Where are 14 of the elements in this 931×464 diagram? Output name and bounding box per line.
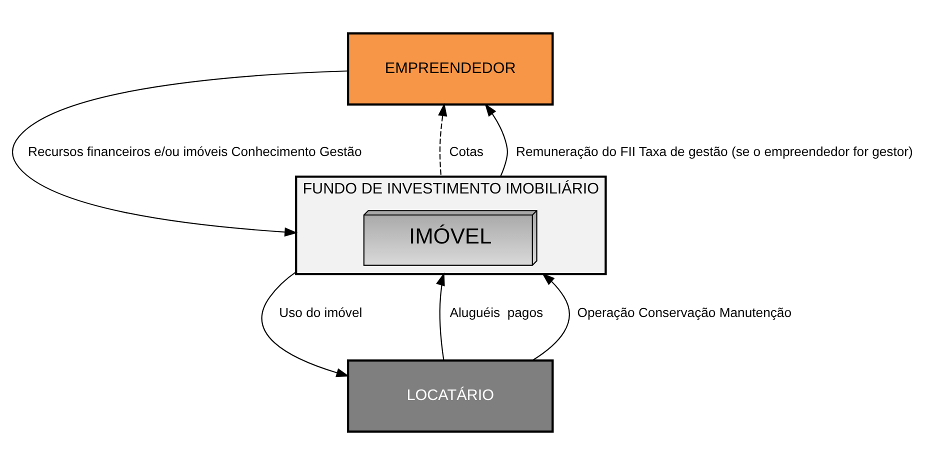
edge-label: Operação Conservação Manutenção (577, 304, 792, 320)
edge-label: Remuneração do FII Taxa de gestão (se o empreendedor for gestor) (516, 144, 913, 159)
node-box: EMPREENDEDOR (346, 32, 554, 106)
arrow (262, 271, 350, 377)
arrow (436, 272, 445, 360)
arrow (532, 272, 570, 360)
edge-label: Aluguéis pagos (450, 304, 544, 320)
node-box: LOCATÁRIO (346, 358, 554, 432)
edge-label: Recursos financeiros e/ou imóveis Conhecimento Gestão (28, 144, 362, 159)
edge-label: Uso do imóvel (279, 304, 362, 320)
edge-label: Cotas (449, 144, 484, 159)
arrow (12, 70, 348, 236)
arrow (438, 102, 448, 176)
arrow (484, 102, 508, 176)
